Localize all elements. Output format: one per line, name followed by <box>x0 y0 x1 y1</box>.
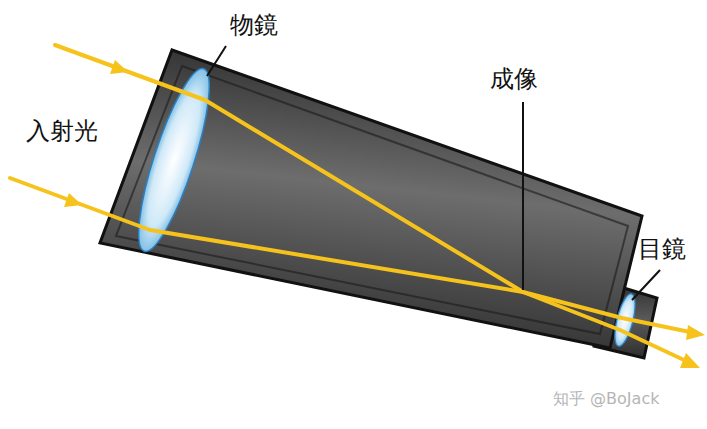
part-label: 物鏡 <box>230 12 278 38</box>
part-label: 成像 <box>490 66 538 92</box>
light-ray <box>10 178 690 332</box>
leader-line <box>522 102 524 290</box>
ray-arrowheads <box>64 60 705 368</box>
leader-line <box>632 270 660 300</box>
leader-lines <box>207 46 660 300</box>
part-label: 入射光 <box>26 118 98 144</box>
arrowhead <box>64 193 82 207</box>
part-label: 目鏡 <box>638 236 686 262</box>
arrowhead <box>110 60 128 74</box>
light-rays <box>10 45 690 360</box>
leader-line <box>207 46 226 76</box>
watermark: 知乎 @BoJack <box>553 390 659 408</box>
arrowhead <box>686 325 705 340</box>
light-ray <box>55 45 684 360</box>
arrowhead <box>680 353 700 368</box>
